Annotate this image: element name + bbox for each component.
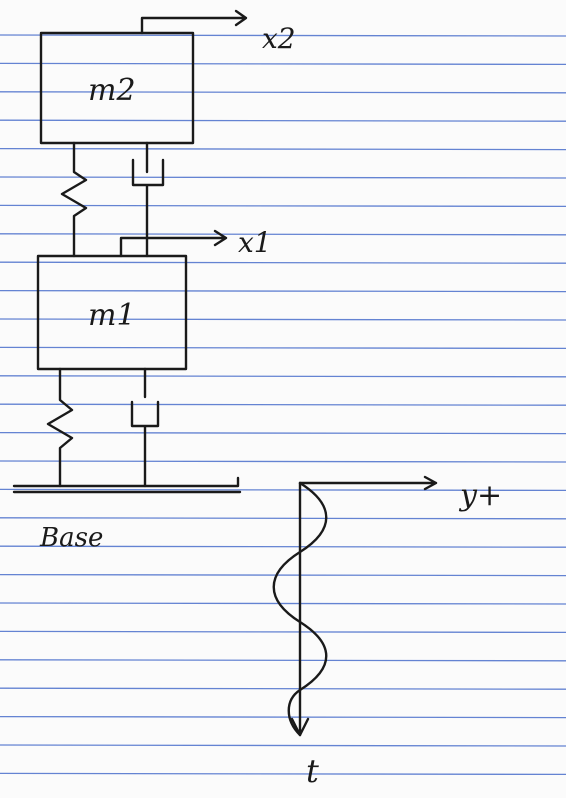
ruled-line <box>0 715 566 719</box>
ruled-line <box>0 233 566 236</box>
y-axis-arrow <box>298 475 438 491</box>
spring-upper <box>60 141 88 258</box>
ruled-line <box>0 289 566 293</box>
mass-m1-label: m1 <box>88 298 136 333</box>
ruled-line <box>0 261 566 264</box>
ruled-line <box>0 431 566 435</box>
ruled-line <box>0 659 566 662</box>
spring-lower <box>46 367 74 488</box>
damper-upper <box>131 141 165 258</box>
ruled-line <box>0 34 566 37</box>
ruled-line <box>0 62 566 66</box>
t-axis-arrow <box>290 481 310 737</box>
x2-arrow <box>140 9 248 35</box>
y-label: y+ <box>458 478 502 513</box>
ruled-line <box>0 687 566 690</box>
ruled-line <box>0 346 566 350</box>
ruled-line <box>0 318 566 321</box>
mass-m2-label: m2 <box>88 73 136 108</box>
x2-label: x2 <box>262 22 296 55</box>
ruled-line <box>0 460 566 463</box>
ruled-line <box>0 772 566 776</box>
ruled-line <box>0 744 566 747</box>
mass-m2-box <box>39 31 195 145</box>
t-label: t <box>306 752 319 790</box>
ruled-line <box>0 488 566 492</box>
ruled-line <box>0 403 566 406</box>
x1-label: x1 <box>238 226 272 259</box>
damper-lower <box>130 367 160 488</box>
ruled-line <box>0 630 566 634</box>
ruled-lines <box>0 34 566 776</box>
ruled-line <box>0 204 566 208</box>
x1-arrow <box>119 229 228 258</box>
ruled-line <box>0 176 566 179</box>
base-excitation-wave <box>272 481 328 737</box>
mass-m1-box <box>36 254 188 371</box>
ruled-line <box>0 573 566 577</box>
base-label: Base <box>39 523 103 553</box>
ruled-line <box>0 602 566 605</box>
base-platform <box>12 476 242 494</box>
ruled-line <box>0 119 566 122</box>
ruled-line <box>0 545 566 548</box>
ruled-line <box>0 91 566 94</box>
ruled-line <box>0 517 566 520</box>
ruled-line <box>0 375 566 378</box>
ruled-line <box>0 147 566 151</box>
